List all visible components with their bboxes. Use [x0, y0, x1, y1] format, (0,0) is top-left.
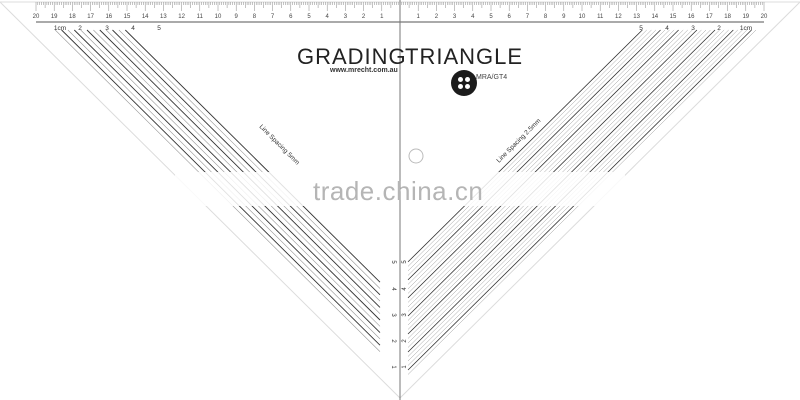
svg-text:1cm: 1cm	[54, 25, 66, 32]
svg-text:1: 1	[390, 365, 396, 369]
svg-text:3: 3	[453, 14, 457, 20]
svg-text:6: 6	[289, 14, 293, 20]
svg-text:4: 4	[402, 287, 408, 291]
svg-text:1: 1	[417, 14, 421, 20]
website-text: www.mrecht.com.au	[330, 67, 398, 74]
svg-text:4: 4	[665, 25, 669, 32]
svg-text:15: 15	[124, 14, 131, 20]
svg-text:16: 16	[105, 14, 112, 20]
svg-text:9: 9	[562, 14, 566, 20]
svg-text:19: 19	[742, 14, 749, 20]
svg-text:5: 5	[639, 25, 643, 32]
svg-text:17: 17	[706, 14, 713, 20]
svg-text:Line Spacing 2.5mm: Line Spacing 2.5mm	[496, 118, 543, 165]
svg-text:1: 1	[380, 14, 384, 20]
svg-text:2: 2	[390, 339, 396, 343]
svg-text:7: 7	[526, 14, 530, 20]
svg-text:8: 8	[544, 14, 548, 20]
svg-text:11: 11	[597, 14, 604, 20]
svg-text:10: 10	[579, 14, 586, 20]
svg-text:2: 2	[362, 14, 366, 20]
svg-text:4: 4	[326, 14, 330, 20]
svg-text:Line Spacing 5mm: Line Spacing 5mm	[258, 123, 301, 166]
svg-text:12: 12	[615, 14, 622, 20]
svg-text:5: 5	[307, 14, 311, 20]
svg-text:2: 2	[435, 14, 439, 20]
svg-text:8: 8	[253, 14, 257, 20]
svg-text:19: 19	[51, 14, 58, 20]
svg-text:14: 14	[651, 14, 658, 20]
svg-text:3: 3	[390, 313, 396, 317]
svg-text:17: 17	[87, 14, 94, 20]
svg-text:3: 3	[402, 313, 408, 317]
title-triangle: TRIANGLE	[405, 44, 524, 69]
svg-text:3: 3	[691, 25, 695, 32]
svg-text:7: 7	[271, 14, 275, 20]
svg-text:5: 5	[489, 14, 493, 20]
svg-text:6: 6	[508, 14, 512, 20]
svg-text:16: 16	[688, 14, 695, 20]
four-hole-button-icon	[451, 70, 477, 96]
svg-text:5: 5	[402, 260, 408, 264]
svg-text:13: 13	[633, 14, 640, 20]
svg-text:1: 1	[402, 365, 408, 369]
svg-text:5: 5	[390, 260, 396, 264]
svg-text:3: 3	[105, 25, 109, 32]
svg-text:9: 9	[235, 14, 239, 20]
svg-text:20: 20	[761, 14, 768, 20]
svg-text:3: 3	[344, 14, 348, 20]
svg-text:18: 18	[724, 14, 731, 20]
svg-text:2: 2	[717, 25, 721, 32]
svg-text:13: 13	[160, 14, 167, 20]
svg-text:15: 15	[670, 14, 677, 20]
svg-text:2: 2	[78, 25, 82, 32]
svg-text:2: 2	[402, 339, 408, 343]
svg-text:11: 11	[197, 14, 204, 20]
hang-hole	[408, 148, 424, 164]
model-code: MRA/GT4	[476, 74, 508, 81]
svg-text:20: 20	[33, 14, 40, 20]
svg-text:14: 14	[142, 14, 149, 20]
svg-text:10: 10	[215, 14, 222, 20]
svg-text:4: 4	[131, 25, 135, 32]
watermark: trade.china.cn	[313, 176, 484, 206]
svg-text:1cm: 1cm	[740, 25, 752, 32]
svg-text:4: 4	[390, 287, 396, 291]
svg-text:5: 5	[157, 25, 161, 32]
svg-text:18: 18	[69, 14, 76, 20]
svg-text:12: 12	[178, 14, 185, 20]
svg-text:4: 4	[471, 14, 475, 20]
title-grading: GRADING	[297, 44, 407, 69]
